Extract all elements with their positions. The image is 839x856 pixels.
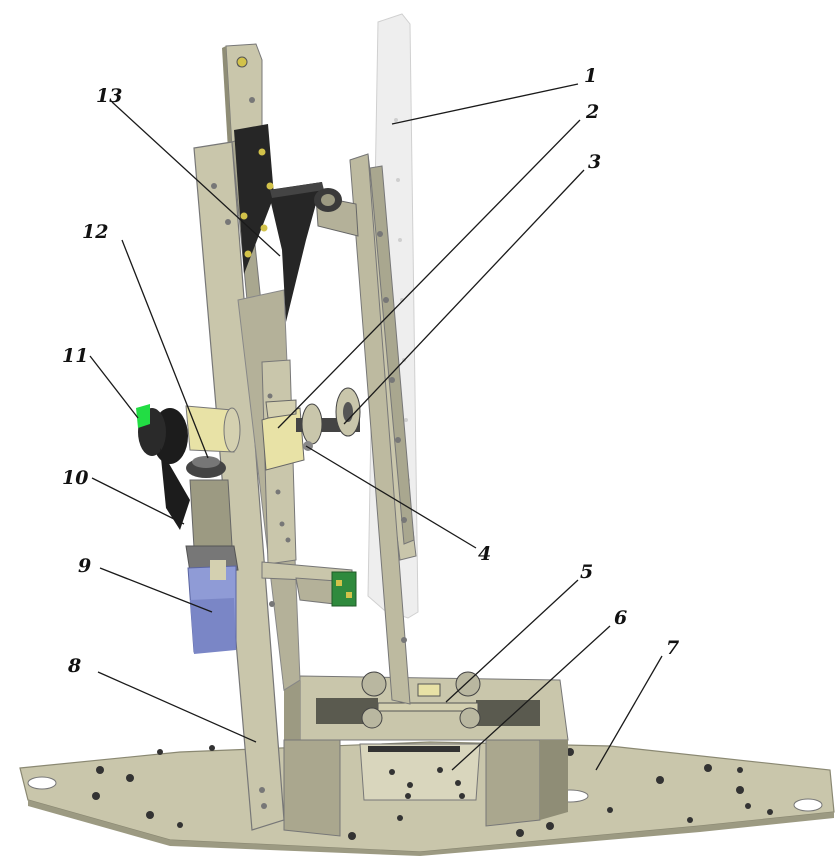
pcb-board: [331, 571, 357, 607]
gearbox: [189, 479, 233, 549]
lower-bracket-plate: [359, 743, 481, 801]
leader-12: [121, 239, 209, 459]
callout-5: 5: [580, 561, 593, 583]
vertical-rails: [349, 153, 417, 705]
leader-4: [305, 445, 477, 549]
leader-8: [97, 671, 257, 743]
lower-shaft: [377, 702, 479, 712]
top-bracket: [234, 124, 359, 322]
drive-assembly: [261, 359, 361, 607]
motor-assembly: [136, 404, 241, 654]
leader-7: [595, 655, 663, 771]
callout-3: 3: [588, 151, 601, 173]
callout-13: 13: [96, 85, 122, 107]
leader-lines: [89, 83, 663, 771]
motor-housing-top: [185, 405, 235, 453]
leader-1: [391, 83, 579, 125]
callout-labels: 1 2 3 4 5 6 7 8 9 10 11 12 13: [62, 65, 679, 677]
base-hole-right: [793, 798, 823, 812]
callout-2: 2: [585, 101, 599, 123]
leader-6: [451, 625, 611, 771]
callout-9: 9: [78, 555, 91, 577]
green-connector: [136, 404, 150, 428]
callout-10: 10: [62, 467, 88, 489]
callout-7: 7: [666, 637, 679, 659]
callout-11: 11: [62, 345, 88, 367]
leader-2: [277, 119, 581, 429]
base-hole-left: [27, 776, 57, 790]
callout-12: 12: [82, 221, 108, 243]
callout-8: 8: [67, 655, 81, 677]
callout-1: 1: [584, 65, 597, 87]
leader-3: [343, 169, 585, 425]
leader-11: [89, 355, 139, 419]
leader-5: [445, 579, 579, 703]
leader-10: [91, 477, 185, 525]
lower-frame: [283, 671, 569, 837]
callout-6: 6: [614, 607, 627, 629]
callout-4: 4: [478, 543, 491, 565]
leader-9: [99, 567, 213, 613]
drive-belt: [160, 448, 190, 530]
leader-13: [111, 101, 281, 257]
